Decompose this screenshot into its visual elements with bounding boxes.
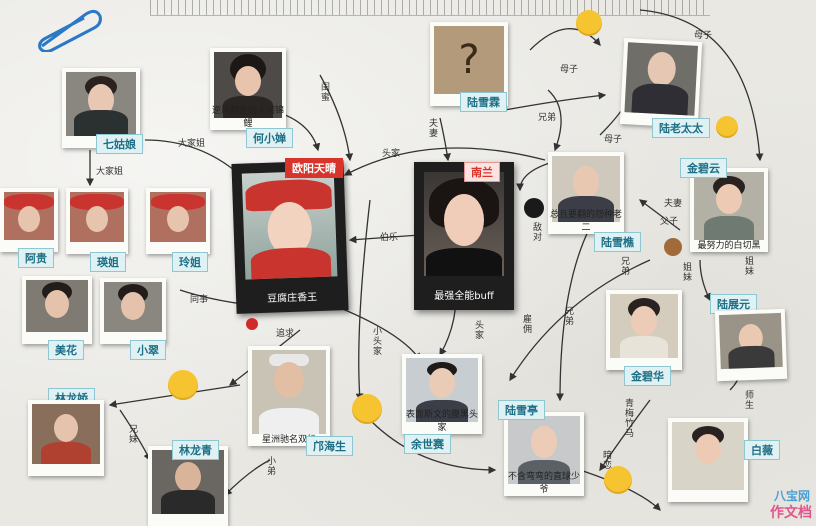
caption-hexiaochan: 逆风翻盘的人间锦鲤: [211, 106, 284, 129]
rel-bole: 伯乐: [380, 233, 399, 243]
rel-tongshi: 同事: [190, 295, 209, 305]
rel-toujia2: 头家: [473, 320, 483, 340]
rel-xiongdi3: 兄弟: [619, 256, 629, 276]
card-jiejie: [66, 188, 128, 254]
rel-jiejie: 姐妹: [681, 262, 691, 282]
rel-didui: 敌对: [531, 222, 541, 242]
card-luxueting: 不含弯弯的直球少爷: [504, 412, 584, 496]
rel-gugu: 雇佣: [521, 314, 531, 334]
name-xiaocui: 小翠: [130, 340, 166, 360]
emoji-worried-icon: [576, 10, 602, 36]
name-meihua: 美花: [48, 340, 84, 360]
name-linlongqing: 林龙青: [172, 440, 219, 460]
name-qigu: 七姑娘: [96, 134, 143, 154]
card-lulongjiao: [28, 400, 104, 476]
name-yushisai: 余世赛: [404, 434, 451, 454]
rel-fuzi: 父子: [660, 217, 679, 227]
caption-yushisai: 表面斯文的腹黑头家: [405, 410, 478, 433]
bomb-icon: [524, 198, 544, 218]
emoji-smile-icon: [352, 394, 382, 424]
rel-xiaotoujia: 小头家: [371, 326, 381, 356]
caption-luxueting: 不含弯弯的直球少爷: [507, 472, 580, 495]
subtitle-ouyang: 豆腐庄香王: [266, 292, 318, 305]
name-luxueqiao: 陆雪樵: [594, 232, 641, 252]
card-haisheng: 星洲驰名双标: [248, 346, 330, 446]
rel-muzi3: 母子: [694, 31, 713, 41]
card-nanlan: 最强全能buff: [414, 162, 514, 310]
card-jinbihua: [606, 290, 682, 370]
card-baiwei: [668, 418, 748, 502]
rel-shisheng: 师生: [743, 390, 753, 410]
name-luxueting: 陆雪亭: [498, 400, 545, 420]
rel-fuqi1: 夫妻: [427, 118, 437, 138]
card-ouyang: 豆腐庄香王: [231, 160, 349, 314]
card-hexiaochan: 逆风翻盘的人间锦鲤: [210, 48, 286, 130]
name-jinbihua: 金碧华: [624, 366, 671, 386]
rel-anlian: 暗恋: [601, 450, 611, 470]
rose-icon: [246, 318, 258, 330]
watermark-line2: 作文档: [770, 505, 812, 521]
name-luxuelin: 陆雪霖: [460, 92, 507, 112]
card-xiaocui: [100, 278, 166, 344]
card-jinbiyun: 最努力的白切黑: [690, 168, 768, 252]
rel-dajiajie2: 大家姐: [96, 167, 124, 177]
caption-haisheng: 星洲驰名双标: [261, 435, 316, 445]
rel-xiongdi2: 兄弟: [563, 306, 573, 326]
rel-yumen: 姐妹: [743, 256, 753, 276]
rel-zhuiqiu: 追求: [276, 329, 295, 339]
name-ouyang: 欧阳天晴: [285, 158, 343, 178]
card-yushisai: 表面斯文的腹黑头家: [402, 354, 482, 434]
name-haisheng: 邝海生: [306, 436, 353, 456]
name-jinbiyun: 金碧云: [680, 158, 727, 178]
name-nanlan: 南兰: [464, 162, 500, 182]
name-afu: 阿贵: [18, 248, 54, 268]
name-lingjie: 玲姐: [172, 252, 208, 272]
ruler-strip: [150, 0, 710, 16]
emoji-shocked-icon: [168, 370, 198, 400]
card-meihua: [22, 276, 92, 344]
watermark-line1: 八宝网: [773, 489, 810, 503]
emoji-sweat-icon: [716, 116, 738, 138]
card-lingjie: [146, 188, 210, 254]
rel-dajiajie1: 大家姐: [178, 139, 206, 149]
rel-muzi1: 母子: [560, 65, 579, 75]
rel-fuqi2: 夫妻: [664, 199, 683, 209]
card-luxueqiao: 总且要翻的怨种老二: [548, 152, 624, 234]
name-baiwei: 白薇: [744, 440, 780, 460]
subtitle-nanlan: 最强全能buff: [434, 291, 494, 302]
monkey-icon: [664, 238, 682, 256]
rel-qingmei: 青梅竹马: [623, 398, 633, 438]
card-lulao: [619, 38, 703, 128]
name-hexiaochan: 何小婵: [246, 128, 293, 148]
name-lulao: 陆老太太: [652, 118, 710, 138]
rel-xiongdi1: 兄弟: [538, 113, 557, 123]
card-linlongqing: [148, 446, 228, 526]
question-mark-icon: ?: [458, 37, 480, 83]
photo-ouyang: [241, 170, 338, 280]
emoji-heart-eyes-icon: [604, 466, 632, 494]
rel-xiaodi: 小弟: [265, 456, 275, 476]
rel-muzi2: 母子: [604, 135, 623, 145]
paperclip-icon: [38, 9, 102, 52]
card-luzhanyuan: [714, 308, 788, 382]
rel-toujia1: 头家: [382, 149, 401, 159]
name-jiejie: 瑛姐: [90, 252, 126, 272]
caption-jinbiyun: 最努力的白切黑: [697, 241, 761, 251]
rel-xiongmei: 兄妹: [127, 424, 137, 444]
card-afu: [0, 188, 58, 252]
caption-luxueqiao: 总且要翻的怨种老二: [549, 210, 622, 233]
photo-nanlan: [424, 172, 504, 276]
rel-guimi: 闺蜜: [319, 82, 329, 102]
